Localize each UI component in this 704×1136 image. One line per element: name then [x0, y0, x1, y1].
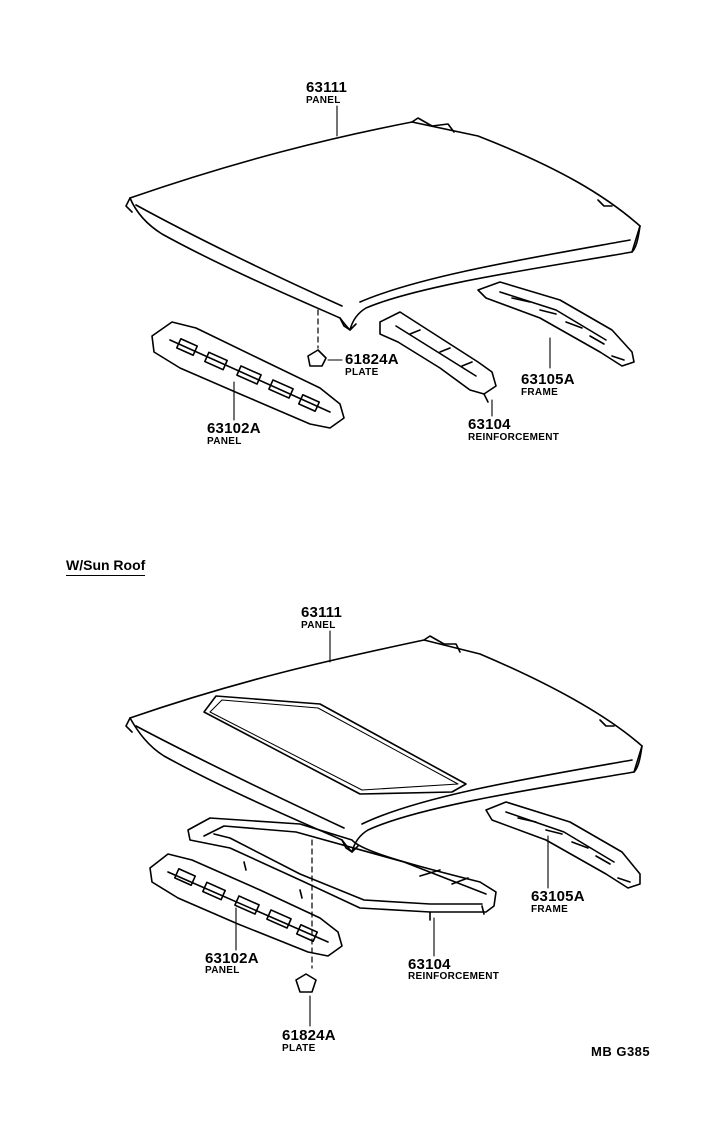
label-sunroof-front-panel-name: PANEL	[205, 965, 240, 976]
label-front-panel-name: PANEL	[207, 436, 242, 447]
label-reinforcement-number: 63104	[468, 416, 511, 433]
label-roof-panel-name: PANEL	[306, 95, 341, 106]
plate-sunroof	[295, 973, 317, 993]
label-sunroof-frame-number: 63105A	[531, 888, 585, 905]
leader-lines-top	[233, 105, 551, 421]
label-sunroof-roof-panel-number: 63111	[301, 604, 343, 621]
section-title-sunroof: W/Sun Roof	[66, 557, 146, 576]
label-sunroof-roof-panel-name: PANEL	[301, 620, 336, 631]
label-sunroof-plate-name: PLATE	[282, 1043, 316, 1054]
label-frame-name: FRAME	[521, 387, 559, 398]
label-plate-number: 61824A	[345, 351, 399, 368]
leader-lines-sunroof	[235, 630, 549, 1027]
front-panel-top	[151, 321, 345, 429]
label-plate-name: PLATE	[345, 367, 379, 378]
plate-top	[307, 349, 327, 367]
label-roof-panel-number: 63111	[306, 79, 348, 96]
roof-panel-sunroof	[125, 635, 643, 853]
label-sunroof-reinforcement-number: 63104	[408, 956, 451, 973]
label-sunroof-front-panel-number: 63102A	[205, 950, 259, 967]
label-sunroof-frame-name: FRAME	[531, 904, 569, 915]
label-frame-number: 63105A	[521, 371, 575, 388]
label-sunroof-reinforcement-name: REINFORCEMENT	[408, 971, 500, 982]
roof-panel-top	[125, 117, 641, 331]
frame-top	[477, 281, 635, 367]
figure-code: MB G385	[591, 1044, 651, 1059]
front-panel-sunroof	[149, 853, 343, 957]
reinforcement-top	[379, 311, 497, 403]
label-front-panel-number: 63102A	[207, 420, 261, 437]
label-reinforcement-name: REINFORCEMENT	[468, 432, 560, 443]
frame-sunroof	[485, 801, 641, 889]
reinforcement-sunroof	[187, 817, 497, 921]
label-sunroof-plate-number: 61824A	[282, 1027, 336, 1044]
